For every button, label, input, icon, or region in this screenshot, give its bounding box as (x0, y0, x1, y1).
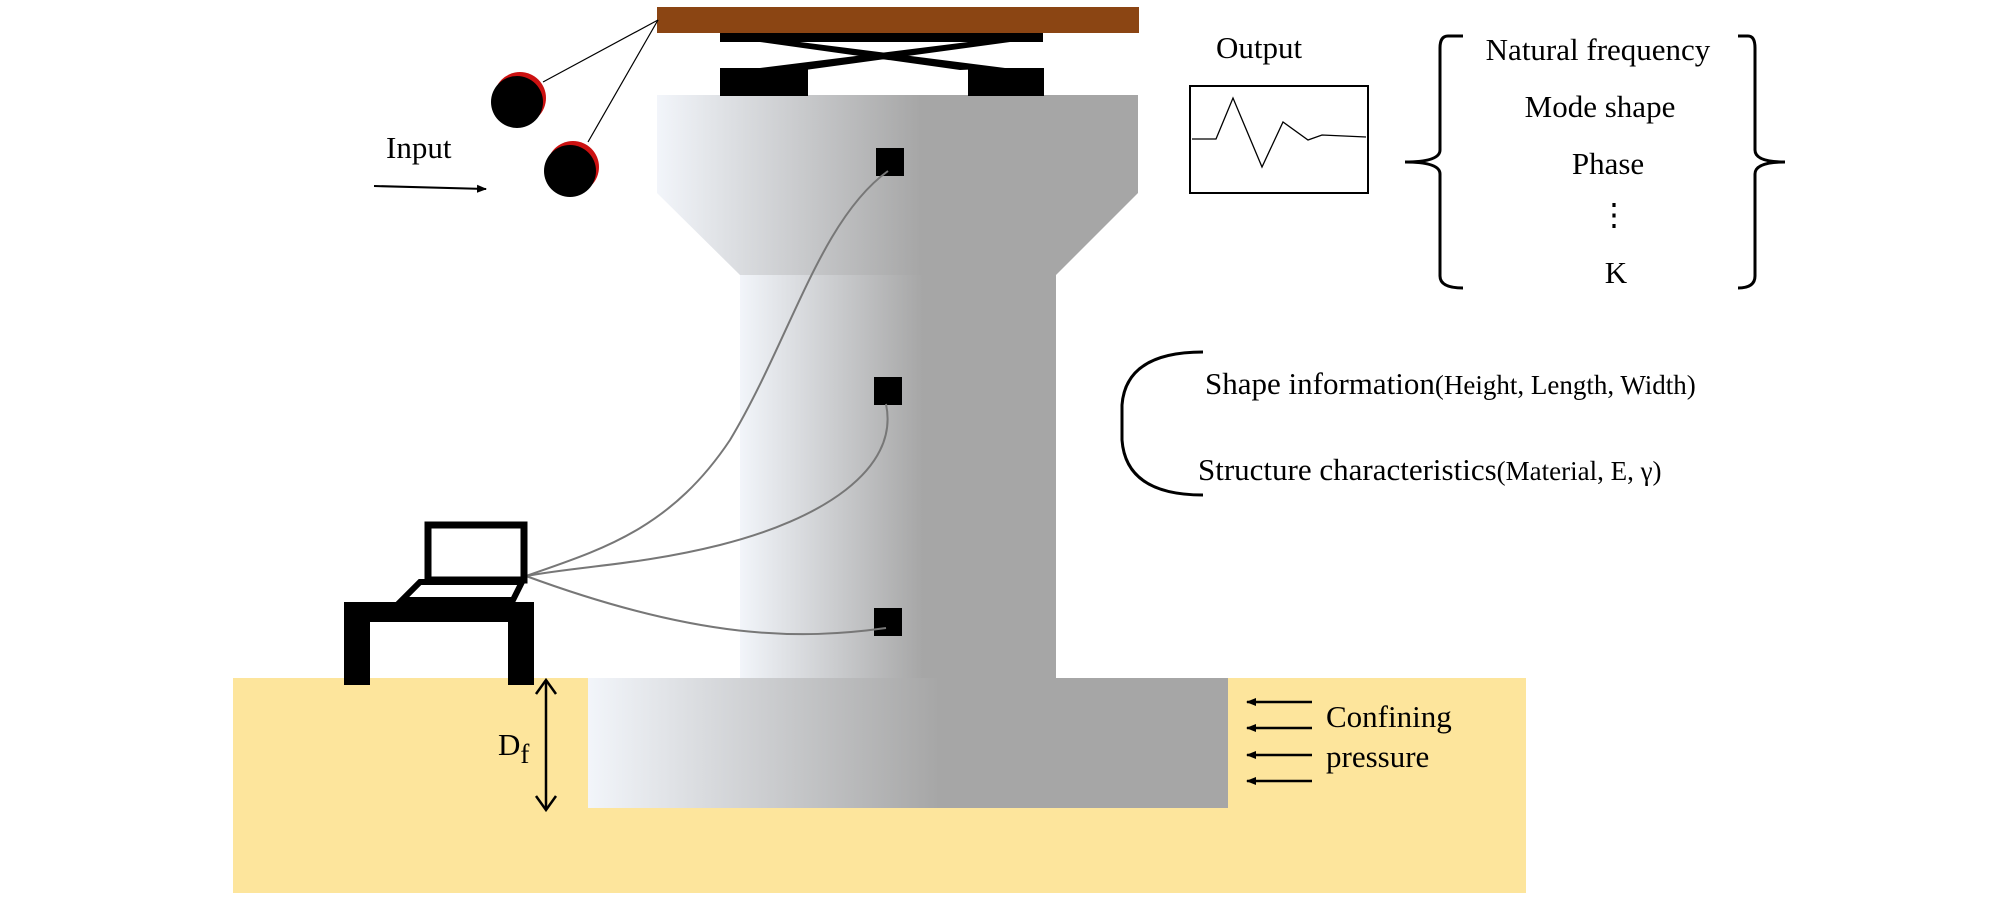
sensor-bottom (874, 608, 902, 636)
depth-arrow-bottom (534, 795, 558, 813)
impact-hammers (491, 19, 659, 197)
result-ellipsis: ⋮ (1599, 197, 1630, 232)
output-label: Output (1216, 30, 1303, 65)
depth-label: Df (498, 727, 529, 769)
input-label: Input (386, 130, 452, 165)
result-k: K (1605, 255, 1628, 290)
sensor-middle (874, 377, 902, 405)
laptop-on-table (344, 521, 534, 685)
structure-characteristics-text: Structure characteristics(Material, E, γ… (1198, 452, 1662, 487)
input-arrow (373, 184, 487, 193)
pier-footing (588, 678, 1228, 808)
bearing (720, 33, 1044, 96)
result-phase: Phase (1572, 146, 1644, 181)
sensor-top (876, 148, 904, 176)
depth-arrow-top (534, 677, 558, 695)
results-brace (1404, 34, 1786, 290)
result-mode-shape: Mode shape (1525, 89, 1676, 124)
shape-information-text: Shape information(Height, Length, Width) (1205, 366, 1696, 401)
result-natural-frequency: Natural frequency (1486, 32, 1711, 67)
properties-brace (1120, 350, 1204, 497)
output-signal-plot (1189, 85, 1369, 194)
bridge-deck (657, 7, 1139, 33)
confining-pressure-label-2: pressure (1326, 739, 1429, 774)
confining-pressure-arrows (1246, 698, 1312, 785)
confining-pressure-label-1: Confining (1326, 699, 1452, 734)
sensor-cables (525, 170, 889, 636)
pier-cap (657, 95, 1138, 275)
